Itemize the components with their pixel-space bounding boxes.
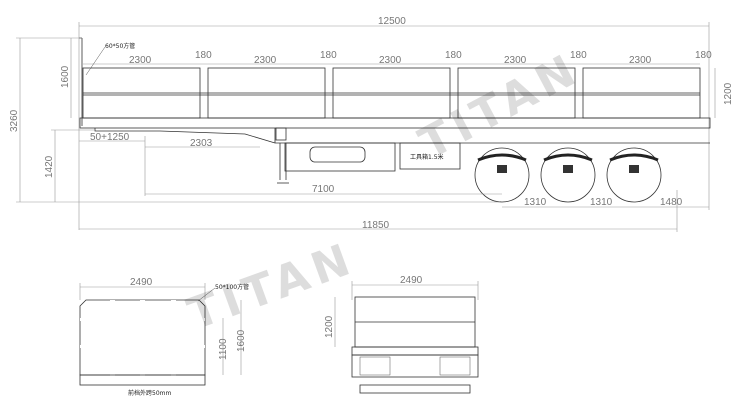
note-front-tube: 50*100方管 — [215, 283, 249, 291]
front-caption: 前档外跨50mm — [128, 389, 171, 397]
dim-overall-length: 12500 — [378, 16, 406, 27]
dim-deck-height: 1420 — [44, 155, 55, 178]
watermark: TITAN — [411, 43, 588, 170]
dim-gap-3: 180 — [445, 50, 462, 61]
note-toolbox: 工具箱1.5米 — [410, 153, 444, 161]
dim-axle-spacing-1: 1310 — [524, 197, 547, 208]
dim-gap-1: 180 — [195, 50, 212, 61]
dim-front-height: 1600 — [60, 65, 71, 88]
dim-gap-5: 180 — [695, 50, 712, 61]
dim-front-width: 2490 — [130, 277, 153, 288]
side-panels — [82, 67, 701, 119]
dim-side-height: 1200 — [723, 82, 734, 105]
dim-kingpin-to-axle: 7100 — [312, 184, 335, 195]
dim-front-inner-height: 1100 — [218, 338, 229, 360]
dim-panel-5: 2300 — [629, 55, 652, 66]
dim-gap-4: 180 — [570, 50, 587, 61]
rear-view: 2490 1200 — [324, 275, 479, 394]
dim-gap-2: 180 — [320, 50, 337, 61]
dim-panel-3: 2300 — [379, 55, 402, 66]
wheels — [474, 147, 662, 203]
dim-rear-overhang: 1480 — [660, 197, 683, 208]
dim-panel-2: 2300 — [254, 55, 277, 66]
dim-gooseneck: 2303 — [190, 138, 213, 149]
note-side-tube: 60*50方管 — [105, 42, 135, 50]
dim-panel-4: 2300 — [504, 55, 527, 66]
dim-rear-width: 2490 — [400, 275, 423, 286]
front-view: 2490 50*100方管 1100 1600 前档外跨50mm — [79, 277, 249, 397]
side-view: 12500 2300 2300 2300 2300 2300 180 180 1… — [9, 16, 734, 232]
dim-rear-side-height: 1200 — [324, 315, 335, 338]
dim-panel-1: 2300 — [129, 55, 152, 66]
dim-front-height: 1600 — [236, 329, 247, 352]
dim-total-height: 3260 — [9, 109, 20, 132]
dim-frame-length: 11850 — [362, 220, 390, 231]
dim-axle-spacing-2: 1310 — [590, 197, 613, 208]
dim-kingpin-offset: 50+1250 — [90, 132, 130, 143]
